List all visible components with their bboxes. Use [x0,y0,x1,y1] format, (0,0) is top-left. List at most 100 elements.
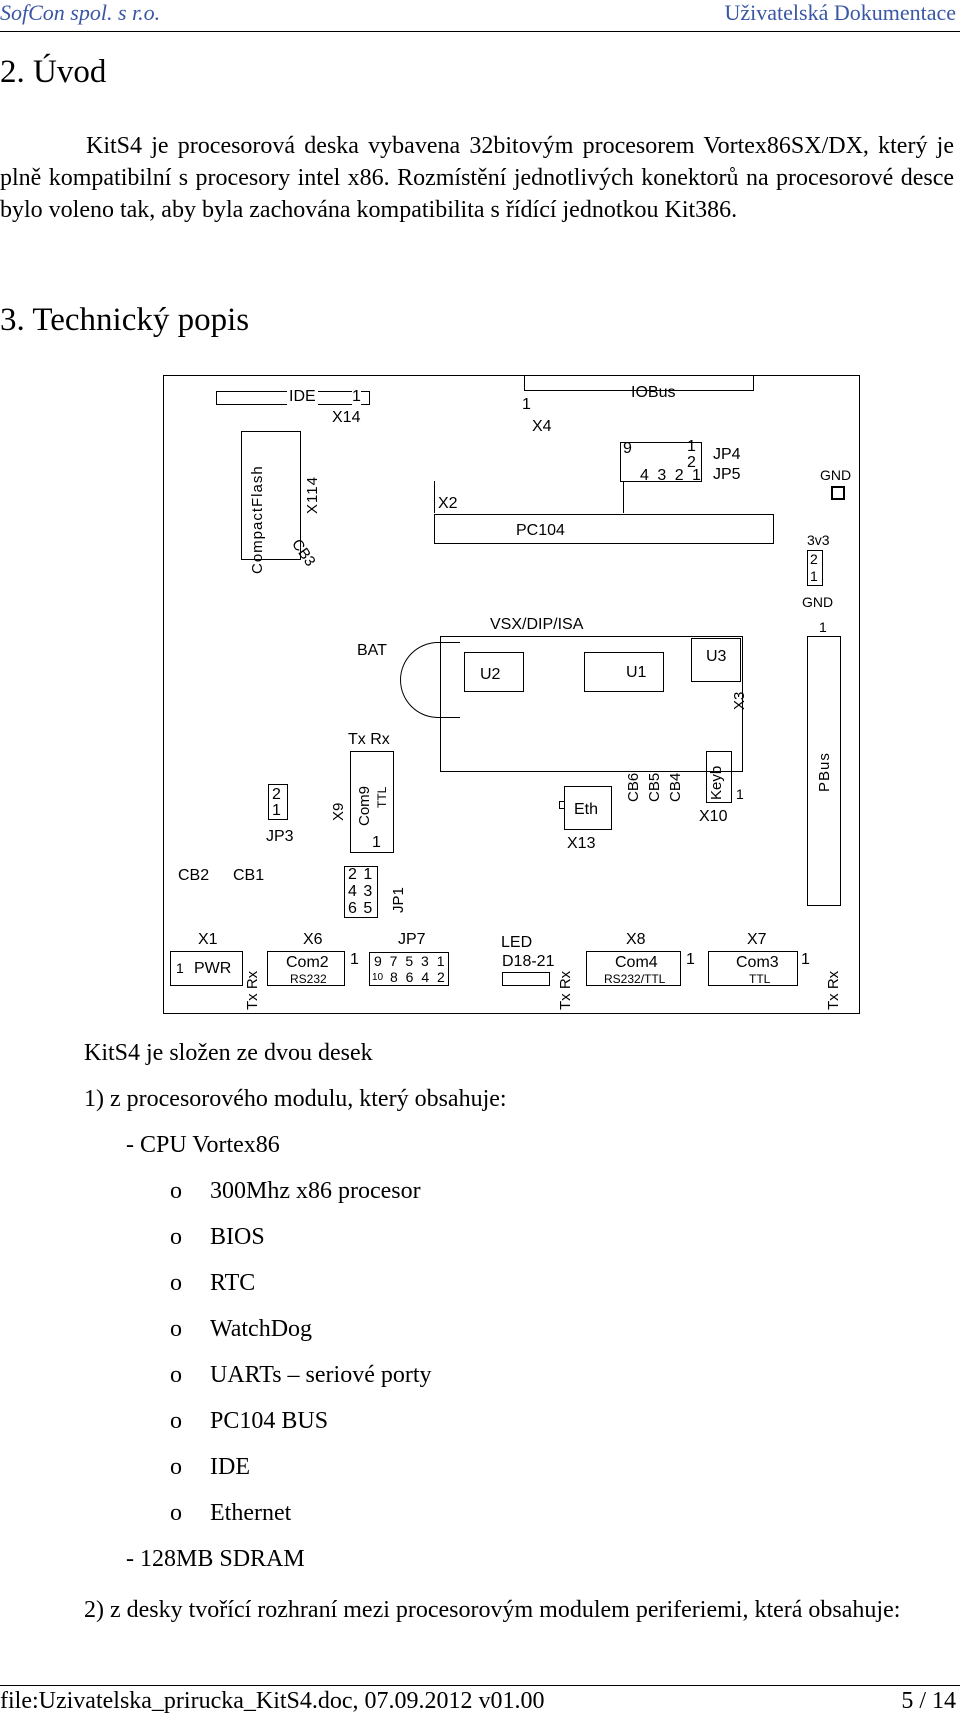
jp7-header [369,952,449,986]
x6-label: X6 [303,931,323,948]
bullet: o [170,1270,182,1296]
v33-pin1: 1 [810,568,818,584]
jp-bottom-pins: 4 3 2 1 [640,467,703,484]
cb3-label: CB3 [288,536,319,570]
footer-file: file:Uzivatelska_prirucka_KitS4.doc, 07.… [0,1688,545,1714]
led-label: LED [501,934,533,951]
feature-item: IDE [210,1454,250,1480]
pc104-connector [434,514,774,544]
x8-label: X8 [626,931,646,948]
vsx-label: VSX/DIP/ISA [490,616,584,633]
cb5-label: CB5 [646,772,663,802]
pbus-label: PBus [816,752,833,792]
feature-item: BIOS [210,1224,265,1250]
com3-connector [708,951,798,986]
com3-label: Com3 [736,954,779,971]
x6-pin1: 1 [350,951,359,968]
jp4-label: JP4 [713,446,741,463]
rs232ttl-label: RS232/TTL [604,972,666,986]
com2-label: Com2 [286,954,329,971]
x114-label: X114 [304,476,321,514]
u3-label: U3 [706,648,727,665]
jp7-label: JP7 [398,931,426,948]
iobus-pin1: 1 [522,396,531,413]
composition-intro: KitS4 je složen ze dvou desek [84,1040,373,1066]
v33-header [807,550,823,586]
jp1-row1: 2 1 [348,866,374,883]
jp1-label: JP1 [390,887,407,913]
pwr-connector [170,951,243,986]
jp1-row2: 4 3 [348,883,374,900]
section3-title: 3. Technický popis [0,302,250,338]
x2-label: X2 [438,495,458,512]
v33-pin2: 2 [810,551,818,567]
x8-pin1: 1 [686,951,695,968]
section2-paragraph-block: KitS4 je procesorová deska vybavena 32bi… [0,130,954,226]
pwr-label: PWR [194,960,232,977]
txrx-com9: Tx Rx [348,731,390,748]
jp1-row3: 6 5 [348,900,374,917]
u2-chip [464,652,524,692]
jp-top-pin1: 1 [687,438,696,455]
pc104-label: PC104 [516,522,565,539]
jp7-bottom-row: 8 6 4 2 [390,969,447,985]
pbus-connector [807,636,841,906]
x10-pin1: 1 [736,786,744,802]
gnd-mid-label: GND [802,594,834,610]
iobus-label: IOBus [631,384,676,401]
composition-ram: - 128MB SDRAM [126,1546,305,1572]
jp7-top-row: 9 7 5 3 1 [374,953,447,969]
v33-label: 3v3 [807,532,830,548]
bullet: o [170,1224,182,1250]
footer-rule [0,1685,960,1686]
bat-label: BAT [357,642,387,659]
com4-label: Com4 [615,954,658,971]
composition-item2: 2) z desky tvořící rozhraní mezi proceso… [84,1597,901,1623]
keyb-label: Keyb [708,765,725,800]
eth-tab [559,801,565,809]
x14-label: X14 [332,409,361,426]
txrx-x7: Tx Rx [825,970,842,1010]
x13-label: X13 [567,835,596,852]
header-company: SofCon spol. s r.o. [0,0,161,25]
jp5-label: JP5 [713,466,741,483]
com9-label: Com9 [356,785,373,826]
compactflash-slot [241,431,301,560]
x7-pin1: 1 [801,951,810,968]
ttl3-label: TTL [749,972,771,986]
jp7-pin10: 10 [372,972,384,983]
bullet: o [170,1178,182,1204]
u1-label: U1 [626,664,647,681]
feature-item: UARTs – seriové porty [210,1362,432,1388]
iobus-connector [524,376,754,391]
x7-label: X7 [747,931,767,948]
x4-label: X4 [532,418,552,435]
header-rule [0,31,960,32]
jp-top-pin2: 2 [687,454,696,471]
com9-pin1: 1 [372,834,381,851]
board-diagram: IDE 1 X14 1 IOBus X4 CompactFlash X114 C… [163,375,860,1014]
d18-label: D18-21 [502,953,555,970]
x1-pin1: 1 [176,960,184,976]
composition-cpu: - CPU Vortex86 [126,1132,280,1158]
jp3-label: JP3 [266,828,294,845]
com4-connector [586,951,681,986]
rs232-label: RS232 [290,972,327,986]
bullet: o [170,1316,182,1342]
x10-label: X10 [699,808,728,825]
cb1-label: CB1 [233,867,265,884]
composition-item1: 1) z procesorového modulu, který obsahuj… [84,1086,507,1112]
x3-pin1: 1 [819,619,827,635]
section2-title: 2. Úvod [0,54,107,90]
x1-label: X1 [198,931,218,948]
eth-label: Eth [574,801,599,818]
cb6-label: CB6 [625,772,642,802]
compactflash-label: CompactFlash [249,465,266,574]
jp-top-pin9: 9 [623,440,632,457]
bullet: o [170,1500,182,1526]
bullet: o [170,1362,182,1388]
com2-connector [267,951,345,986]
cb2-label: CB2 [178,867,210,884]
jp3-pin1: 1 [272,802,281,819]
com9-connector [350,751,394,853]
